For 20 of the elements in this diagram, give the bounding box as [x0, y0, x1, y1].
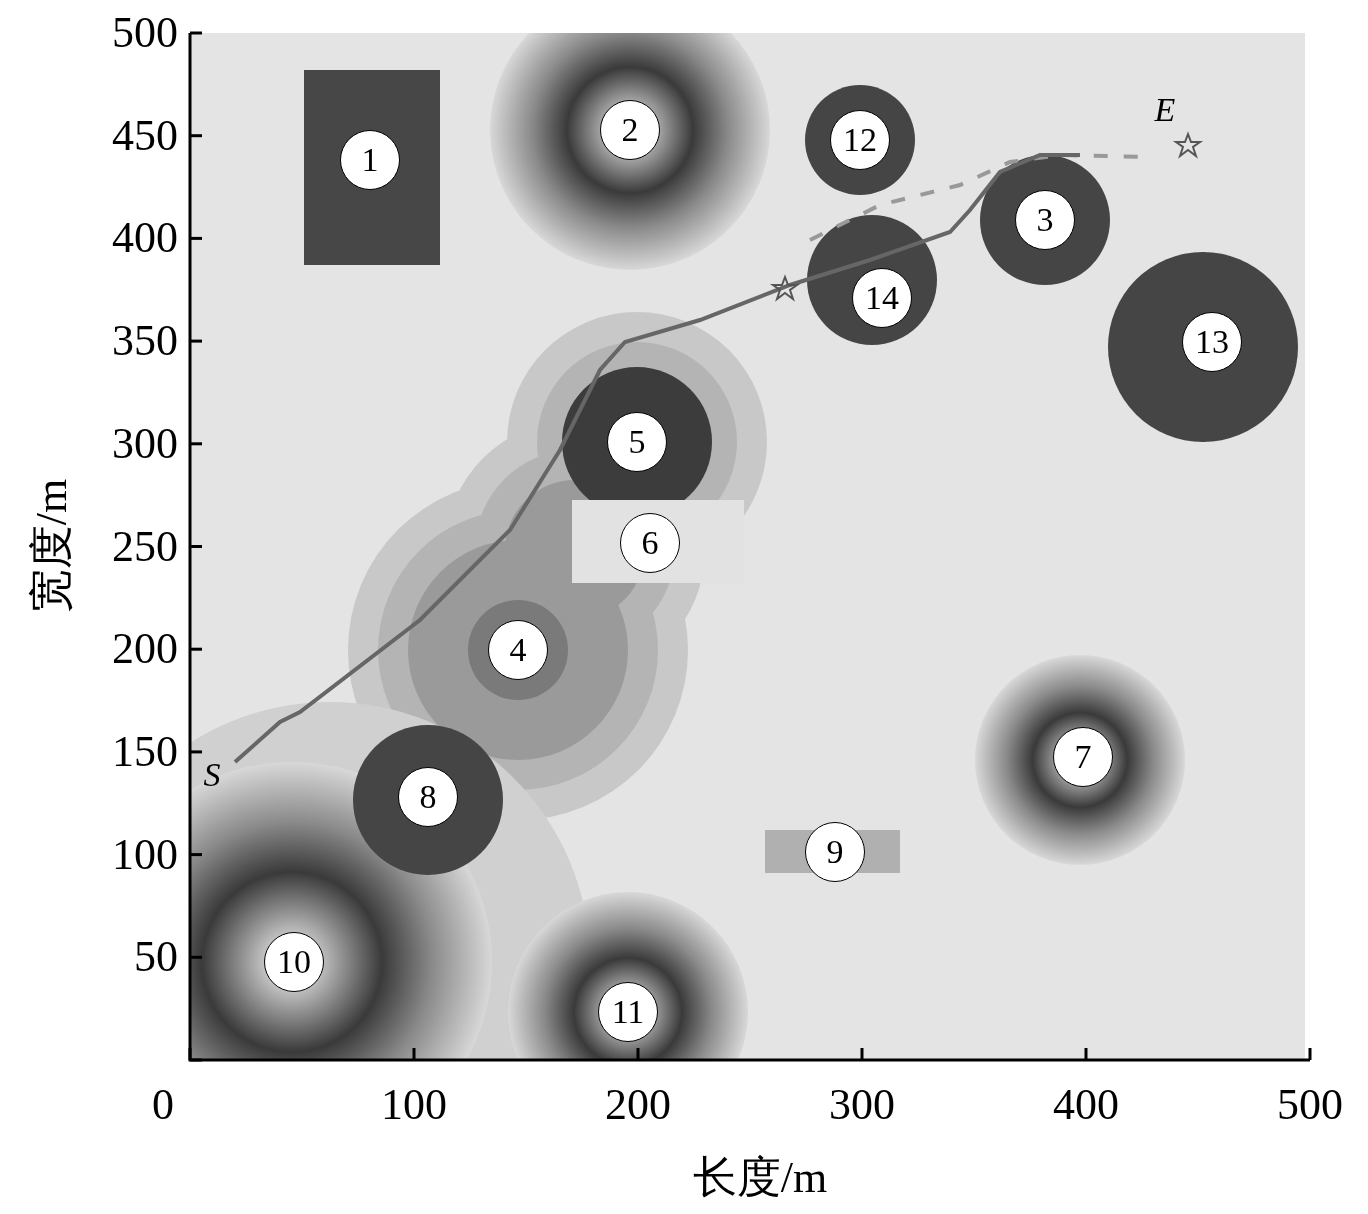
x-tick-label: 100: [381, 1083, 447, 1127]
x-tick-label: 0: [152, 1083, 174, 1127]
point-label: E: [1154, 93, 1176, 127]
y-tick-label: 400: [112, 216, 178, 261]
point-label: S: [203, 758, 221, 792]
x-tick-label: 500: [1277, 1083, 1343, 1127]
x-axis-title: 长度/m: [692, 1156, 828, 1200]
y-tick-label: 450: [112, 113, 178, 158]
y-tick-label: 350: [112, 319, 178, 364]
x-tick-label: 300: [829, 1083, 895, 1127]
y-tick-label: 100: [112, 832, 178, 877]
y-tick-label: 50: [134, 935, 178, 980]
y-tick-label: 250: [112, 524, 178, 569]
x-tick-label: 400: [1053, 1083, 1119, 1127]
x-tick-label: 200: [605, 1083, 671, 1127]
y-tick-label: 500: [112, 11, 178, 55]
y-tick-label: 200: [112, 627, 178, 672]
y-axis-title: 宽度/m: [30, 478, 74, 614]
y-tick-label: 150: [112, 729, 178, 774]
y-tick-label: 300: [112, 421, 178, 466]
